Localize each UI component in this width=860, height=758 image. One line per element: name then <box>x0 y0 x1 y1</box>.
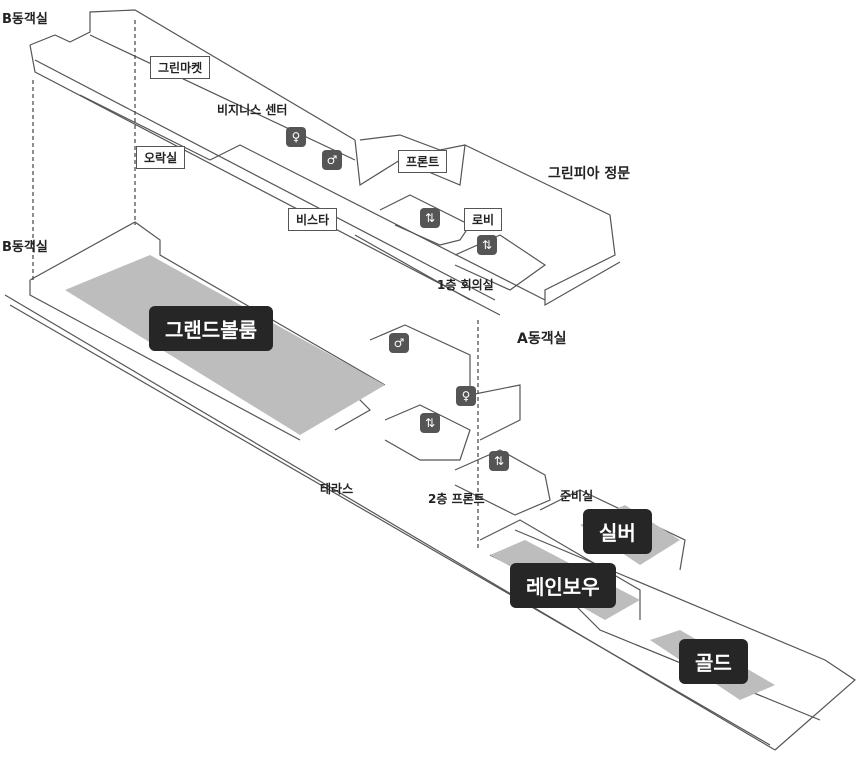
elevator-icon: ⇅ <box>477 235 497 255</box>
label-terrace[interactable]: 테라스 <box>320 482 354 496</box>
label-main-gate[interactable]: 그린피아 정문 <box>548 166 631 182</box>
label-rainbow[interactable]: 레인보우 <box>510 563 616 608</box>
label-prep-room[interactable]: 준비실 <box>560 489 594 503</box>
upper-floor-back-wall <box>29 9 356 141</box>
label-vista[interactable]: 비스타 <box>288 208 338 231</box>
label-meeting-room-1f[interactable]: 1층 회의실 <box>437 278 494 292</box>
lower-floor-front-wall <box>4 294 776 751</box>
label-lobby[interactable]: 로비 <box>464 208 503 231</box>
label-business-center[interactable]: 비지니스 센터 <box>217 103 288 117</box>
male-restroom-icon: ♂ <box>322 150 342 170</box>
elevator-icon: ⇅ <box>420 208 440 228</box>
label-a-building-rooms: A동객실 <box>517 331 567 347</box>
label-b-building-rooms-2f: B동객실 <box>2 240 48 255</box>
label-front-2f[interactable]: 2층 프론트 <box>428 492 485 506</box>
label-gold[interactable]: 골드 <box>679 639 748 684</box>
female-restroom-icon: ♀ <box>286 127 306 147</box>
label-front[interactable]: 프론트 <box>398 150 448 173</box>
lower-floor-back-wall <box>29 221 386 386</box>
label-silver[interactable]: 실버 <box>583 509 652 554</box>
upper-floor-front-wall <box>29 44 501 316</box>
female-restroom-icon: ♀ <box>456 386 476 406</box>
elevator-icon: ⇅ <box>489 451 509 471</box>
label-b-building-rooms: B동객실 <box>2 12 48 27</box>
label-grand-ballroom[interactable]: 그랜드볼룸 <box>149 306 273 351</box>
label-arcade[interactable]: 오락실 <box>136 146 186 169</box>
male-restroom-icon: ♂ <box>389 333 409 353</box>
label-green-market[interactable]: 그린마켓 <box>150 56 211 79</box>
elevator-icon: ⇅ <box>420 413 440 433</box>
